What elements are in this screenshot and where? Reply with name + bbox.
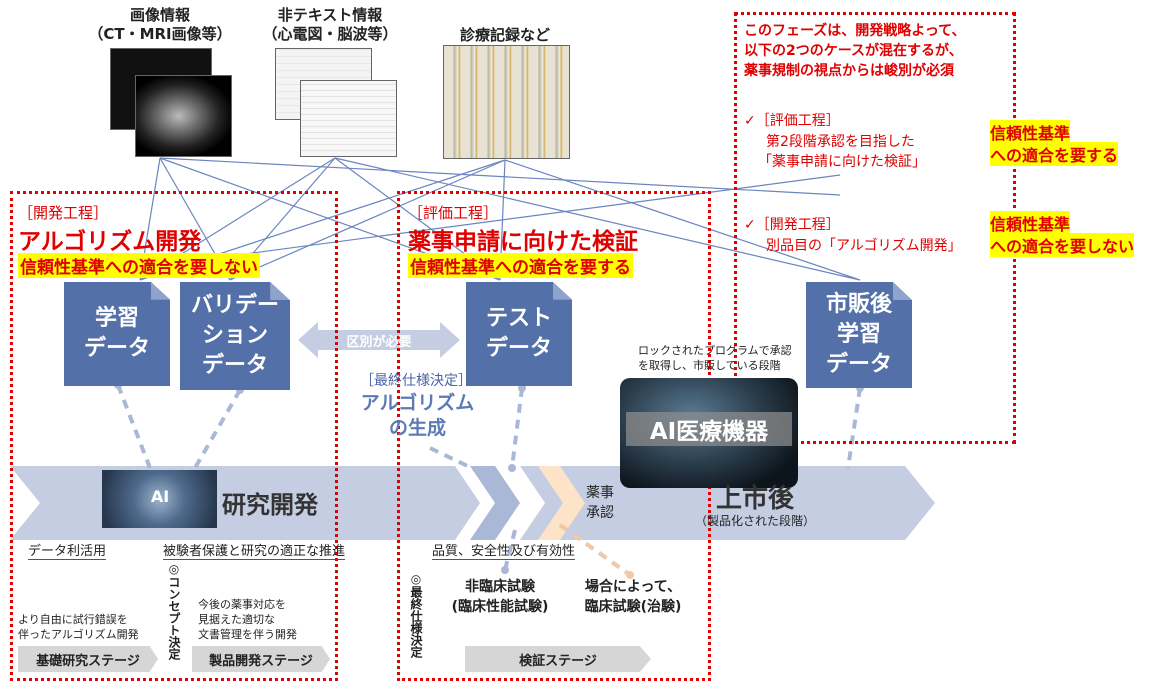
- device-caption-2: を取得し、市販している段階: [638, 359, 781, 372]
- post-market-sublabel: （製品化された段階）: [694, 514, 815, 528]
- nontext-source-title: 非テキスト情報: [277, 6, 383, 24]
- free-dev-line-2: 伴ったアルゴリズム開発: [18, 628, 139, 641]
- dev-phase-title: アルゴリズム開発: [18, 229, 202, 255]
- clinical-line-1: 場合によって、: [584, 579, 682, 595]
- eval-phase-reliability: 信頼性基準への適合を要する: [408, 253, 633, 278]
- algorithm-generation-line2: の生成: [388, 417, 446, 439]
- nonclinical-line-1: 非臨床試験: [465, 579, 535, 595]
- free-dev-line-1: より自由に試行錯誤を: [18, 613, 128, 626]
- note-line-1: このフェーズは、開発戦略よって、: [744, 23, 966, 39]
- ai-device-title: AI医療機器: [626, 412, 792, 446]
- device-caption-1: ロックされたプログラムで承認: [638, 344, 792, 357]
- note-case1-badge-2: への適合を要する: [990, 142, 1119, 166]
- records-image: [443, 45, 570, 159]
- post-market-data-box: 市販後 学習 データ: [806, 282, 912, 388]
- verification-stage: 検証ステージ: [465, 646, 651, 672]
- imaging-source-title: 画像情報: [129, 6, 190, 24]
- ai-label: AI: [150, 487, 170, 506]
- note-case1-line2: 「薬事申請に向けた検証」: [758, 154, 926, 170]
- final-spec-vertical: ◎最終仕様決定: [409, 572, 423, 658]
- note-case1-badge-1: 信頼性基準: [990, 120, 1071, 144]
- validation-data-box: バリデー ション データ: [180, 282, 290, 390]
- final-spec-tag: ［最終仕様決定］: [360, 373, 472, 389]
- note-case2-line1: 別品目の「アルゴリズム開発」: [766, 238, 962, 254]
- data-use-label: データ利活用: [28, 540, 107, 560]
- imaging-source-sub: （CT・MRI画像等）: [88, 25, 232, 43]
- concept-decision-vertical: ◎コンセプト決定: [167, 562, 181, 660]
- basic-research-stage: 基礎研究ステージ: [18, 646, 158, 672]
- note-case2-tag: ✓［開発工程］: [744, 217, 840, 233]
- quality-label: 品質、安全性及び有効性: [432, 540, 576, 560]
- note-case1-tag: ✓［評価工程］: [744, 113, 840, 129]
- note-line-3: 薬事規制の視点からは峻別が必須: [744, 63, 954, 79]
- mri-image: [135, 75, 232, 157]
- note-case2-badge-1: 信頼性基準: [990, 211, 1071, 235]
- nontext-source-sub: （心電図・脳波等）: [262, 25, 398, 43]
- clinical-line-2: 臨床試験(治験): [584, 599, 682, 615]
- dev-phase-reliability: 信頼性基準への適合を要しない: [18, 253, 260, 278]
- test-data-box: テスト データ: [466, 282, 572, 386]
- ecg-image: [300, 80, 397, 157]
- product-dev-stage: 製品開発ステージ: [192, 646, 330, 672]
- note-case1-line1: 第2段階承認を目指した: [766, 134, 915, 150]
- doc-dev-line-1: 今後の薬事対応を: [198, 598, 286, 611]
- note-line-2: 以下の2つのケースが混在するが、: [744, 43, 963, 59]
- post-market-label: 上市後: [715, 484, 794, 514]
- approval-label-2: 承認: [586, 505, 614, 521]
- dev-phase-tag: ［開発工程］: [18, 204, 109, 222]
- eval-phase-tag: ［評価工程］: [408, 204, 499, 222]
- distinction-label: 区別が必要: [346, 335, 412, 350]
- eval-phase-title: 薬事申請に向けた検証: [408, 229, 638, 255]
- research-dev-label: 研究開発: [222, 491, 318, 519]
- algorithm-generation-line1: アルゴリズム: [360, 392, 475, 414]
- nonclinical-line-2: (臨床性能試験): [451, 599, 549, 615]
- dev-phase-box: [10, 191, 338, 681]
- note-case2-badge-2: への適合を要しない: [990, 233, 1135, 257]
- doc-dev-line-3: 文書管理を伴う開発: [198, 628, 297, 641]
- approval-label-1: 薬事: [586, 485, 614, 501]
- records-source-title: 診療記録など: [459, 26, 550, 44]
- subject-protection-label: 被験者保護と研究の適正な推進: [163, 540, 346, 560]
- doc-dev-line-2: 見据えた適切な: [198, 613, 275, 626]
- ai-visual: [102, 470, 217, 528]
- training-data-box: 学習 データ: [64, 282, 170, 386]
